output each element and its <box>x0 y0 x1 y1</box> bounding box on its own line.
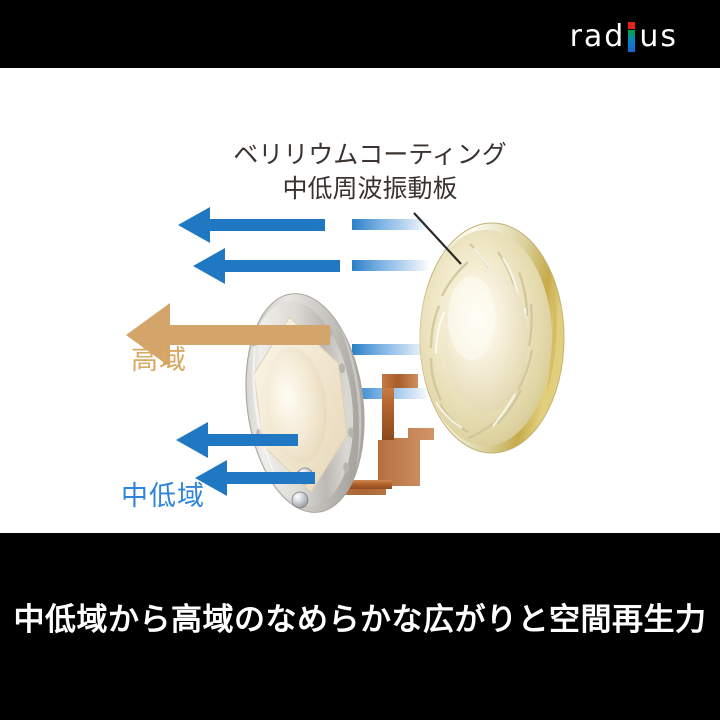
beryllium-coated-diaphragm <box>419 222 565 454</box>
blue-arrow-1 <box>178 207 325 243</box>
logo-i-dot-icon <box>628 22 636 29</box>
logo-text-suffix: us <box>639 19 678 54</box>
callout-label: ベリリウムコーティング 中低周波振動板 <box>200 138 540 206</box>
label-low-band: 中低域 <box>121 481 205 512</box>
blue-arrow-3 <box>176 422 298 458</box>
high-frequency-sound-arrow <box>126 303 330 367</box>
top-black-band: rad us <box>0 0 720 68</box>
callout-line-1: ベリリウムコーティング <box>233 140 507 169</box>
terminal-screw-lower <box>291 491 309 509</box>
radius-logo: rad us <box>570 18 678 52</box>
blue-arrow-2 <box>193 248 340 284</box>
logo-text-prefix: rad <box>569 19 626 54</box>
mid-low-frequency-diaphragm <box>245 293 365 513</box>
callout-leader-line <box>413 212 462 265</box>
label-high-band: 高域 <box>131 345 187 376</box>
diagram-stage: ベリリウムコーティング 中低周波振動板 高域 中低域 <box>0 68 720 533</box>
speaker-cutaway-illustration <box>126 207 565 513</box>
callout-line-2: 中低周波振動板 <box>282 174 458 203</box>
mid-low-sound-arrows <box>176 207 340 496</box>
logo-letter-i-icon <box>627 22 637 52</box>
logo-i-stem-icon <box>628 30 636 52</box>
blue-arrow-4 <box>195 460 315 496</box>
blue-air-tails <box>352 219 430 399</box>
footer-caption: 中低域から高域のなめらかな広がりと空間再生力 <box>13 602 707 638</box>
bottom-black-band <box>0 533 720 720</box>
